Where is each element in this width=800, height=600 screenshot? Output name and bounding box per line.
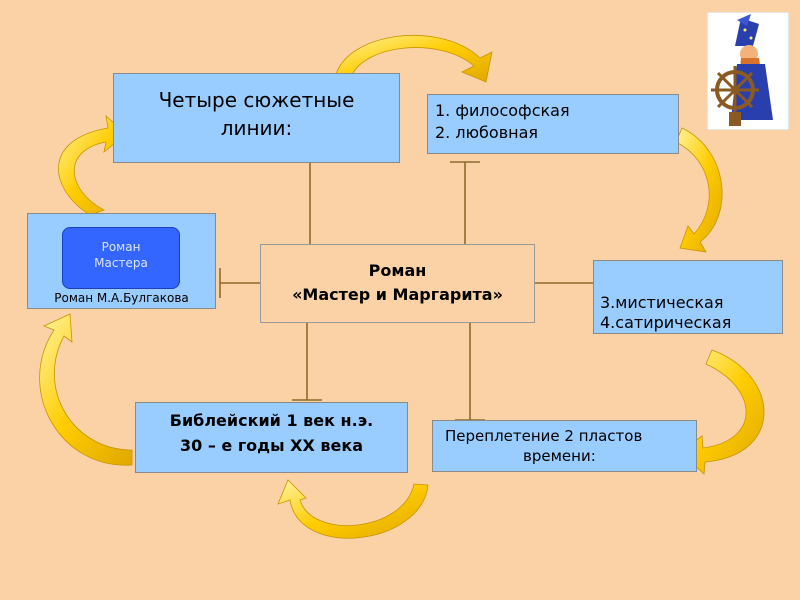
box-plot-lines: Четыре сюжетные линии:	[113, 73, 400, 163]
curved-arrow-top	[334, 34, 493, 83]
novel-of-master-line1: Роман	[101, 240, 141, 254]
box-interweaving-layers: Переплетение 2 пластов времени:	[432, 420, 697, 472]
curved-arrow-right-bottom	[679, 349, 765, 475]
box-biblical-era: Библейский 1 век н.э. 30 – е годы XX век…	[135, 402, 408, 473]
box-plot-lines-line1: Четыре сюжетные	[158, 88, 355, 112]
novel-of-master-line2: Мастера	[94, 256, 148, 270]
box-biblical-line1: Библейский 1 век н.э.	[169, 411, 374, 430]
curved-arrow-left-bottom	[39, 313, 133, 466]
box-central-novel: Роман «Мастер и Маргарита»	[260, 244, 535, 323]
box-mystic-satiric: 3.мистическая 4.сатирическая	[593, 260, 783, 334]
box-interweaving-line2: времени:	[523, 447, 596, 465]
box-interweaving-line1: Переплетение 2 пластов	[445, 427, 643, 445]
box-philosophical-line1: 1. философская	[435, 101, 570, 120]
novel-by-bulgakov-caption: Роман М.А.Булгакова	[54, 291, 189, 305]
box-philosophical-line2: 2. любовная	[435, 123, 539, 142]
central-novel-line2: «Мастер и Маргарита»	[292, 285, 503, 304]
curved-arrow-right-top	[675, 127, 723, 253]
box-philosophical-love: 1. философская 2. любовная	[427, 94, 679, 154]
novel-of-master-button[interactable]: Роман Мастера	[62, 227, 180, 289]
central-novel-line1: Роман	[368, 261, 427, 280]
box-novel-of-master: Роман Мастера Роман М.А.Булгакова	[27, 213, 216, 309]
curved-arrow-bottom	[277, 479, 429, 539]
box-plot-lines-line2: линии:	[220, 116, 293, 140]
box-mystic-line1: 3.мистическая	[600, 293, 724, 312]
box-mystic-line2: 4.сатирическая	[600, 313, 732, 332]
wizard-at-ship-wheel-icon	[707, 12, 789, 130]
box-biblical-line2: 30 – е годы XX века	[179, 436, 363, 455]
